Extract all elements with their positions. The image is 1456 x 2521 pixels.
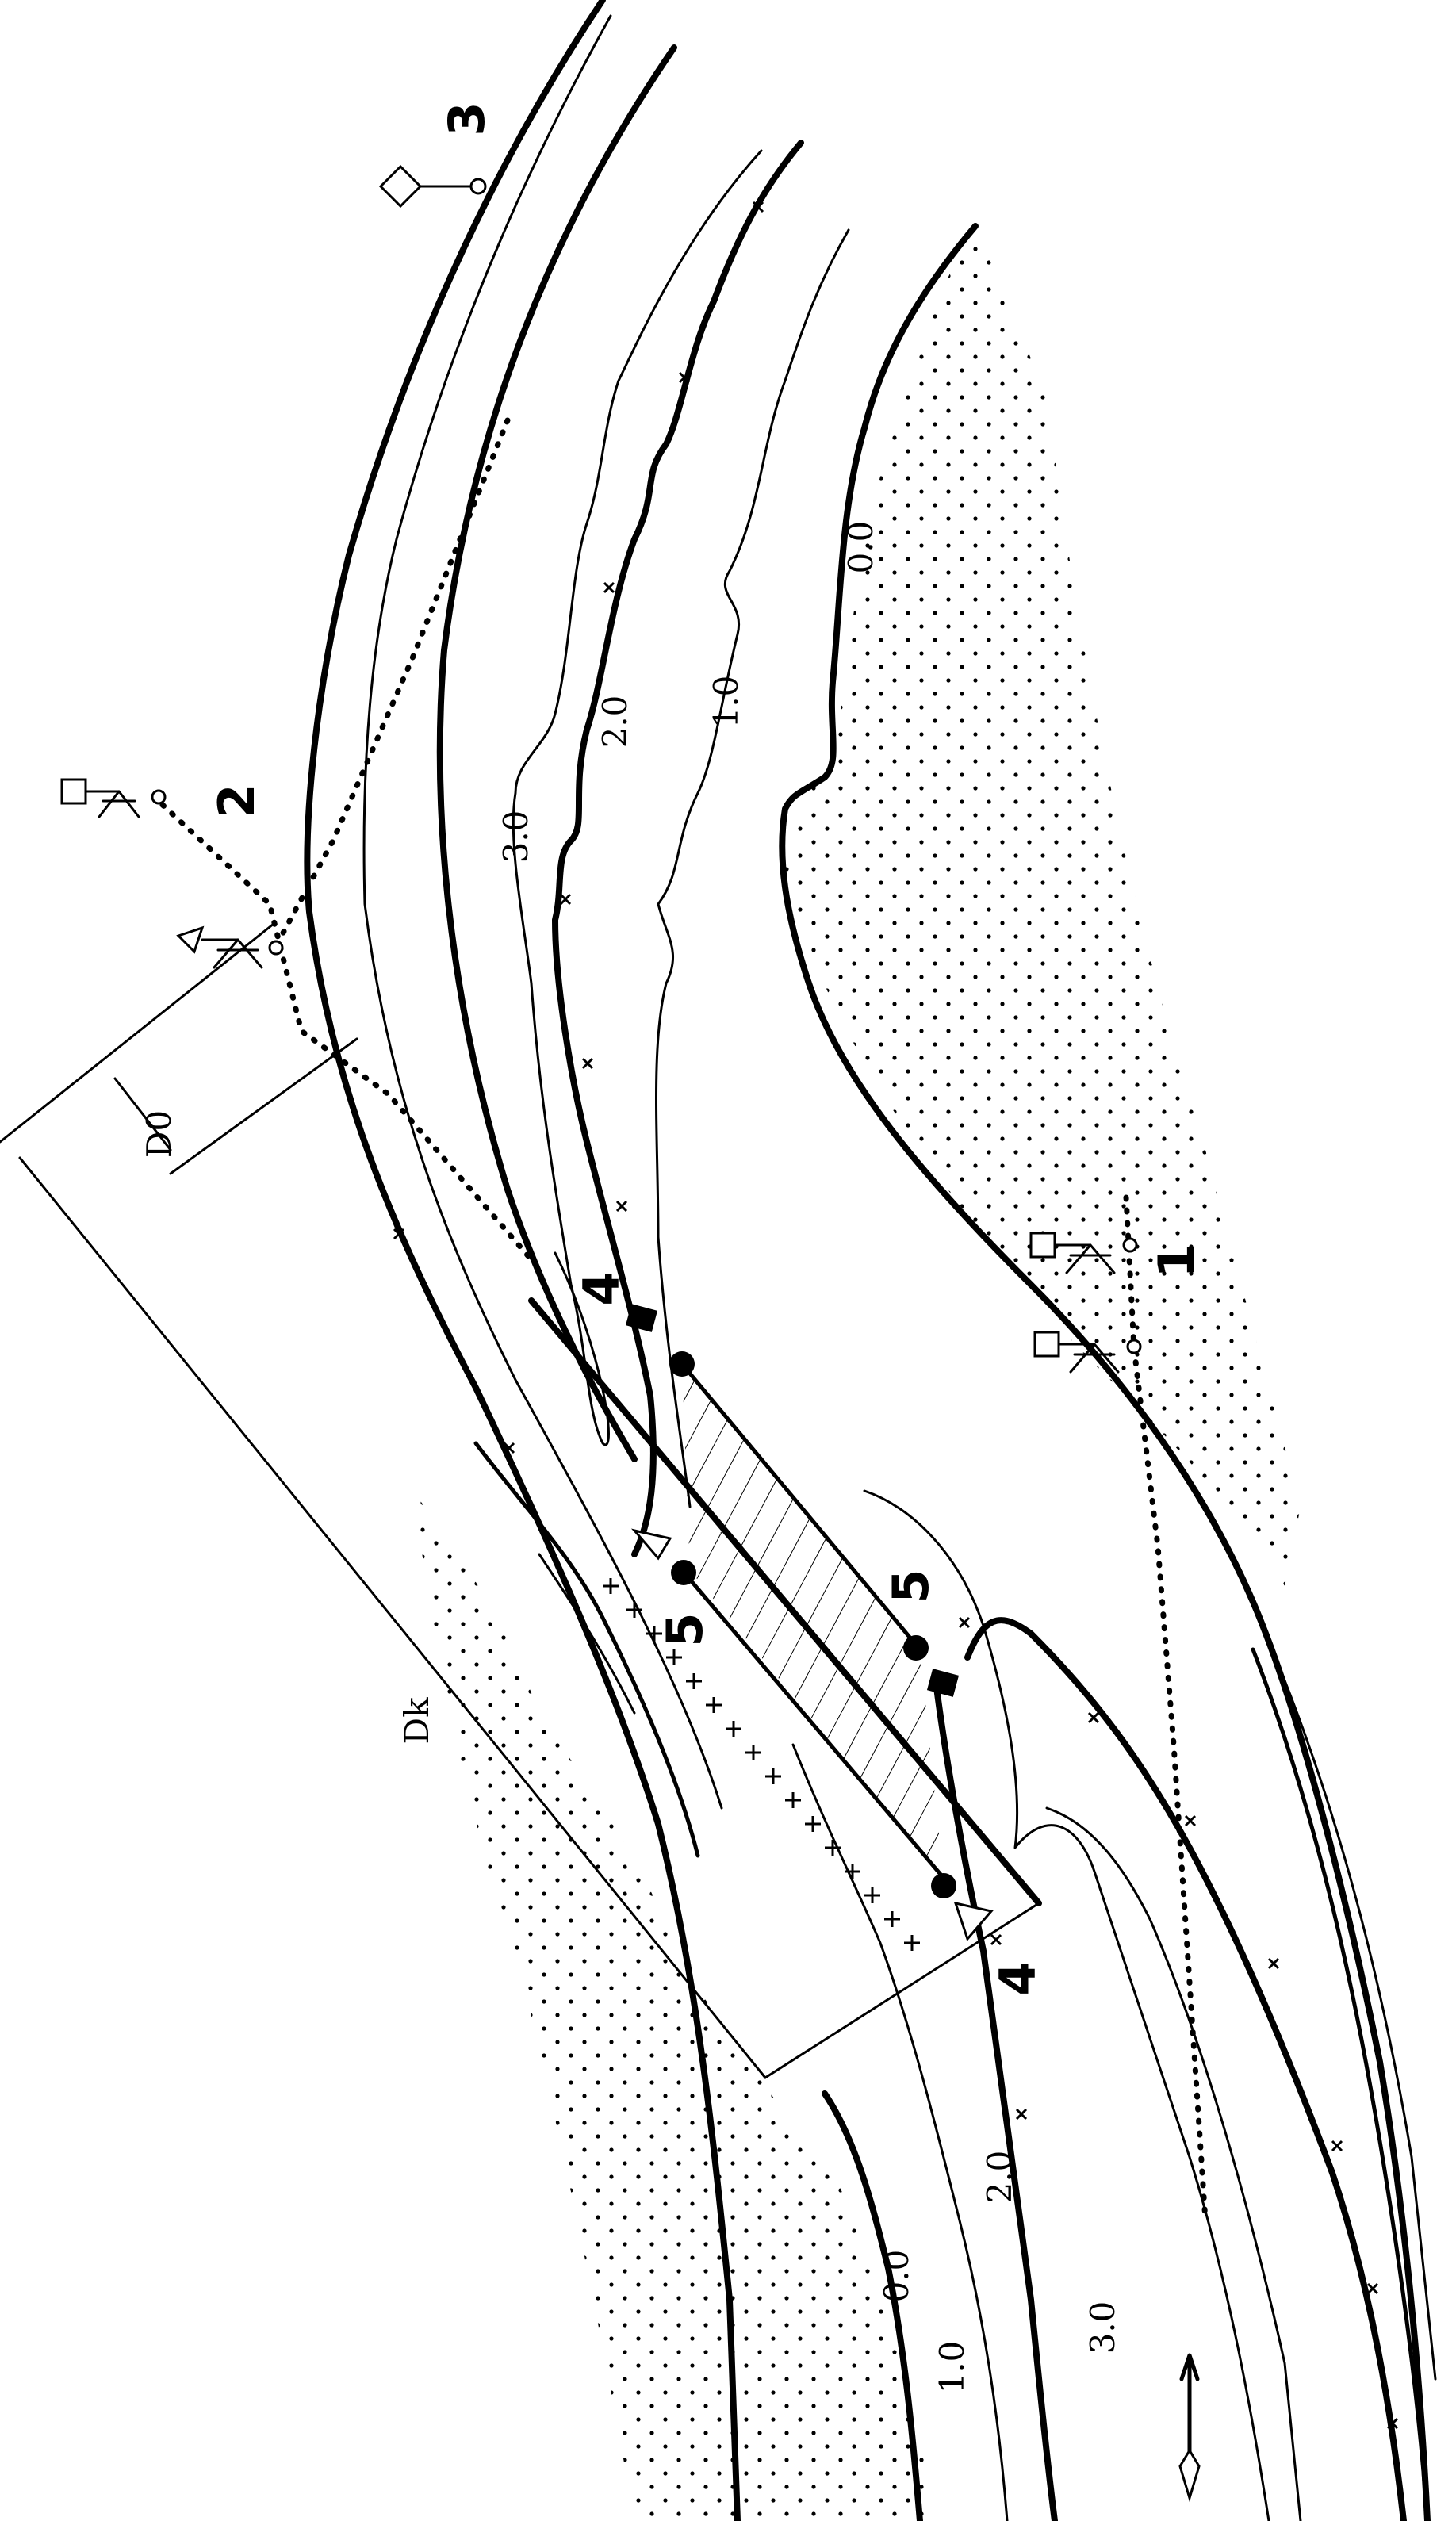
contour-1-upper [655,228,850,1508]
well-symbol-2a [60,778,167,818]
dimension-d0-arrow [113,1077,172,1151]
well-symbol-1b [1033,1331,1142,1374]
contour-0-upper [779,223,1431,2521]
marker-label-4-bottom: 4 [989,1961,1047,1995]
well-symbol-1a [1029,1232,1138,1274]
contour-0-lower [822,2090,923,2521]
fault-line-main [528,1297,1042,1906]
contour-2-upper [552,140,804,1557]
right-edge-curve-1 [1251,1647,1430,2521]
fault-line-upper [680,1362,922,1652]
contour-2-lower-inner [1045,1806,1302,2521]
fault-line-lower [680,1568,954,1890]
contour-label-top-2: 2.0 [596,695,634,749]
hatched-fault-zone [682,1364,944,1879]
dimension-label-d0: D0 [140,1110,178,1158]
contour-3-lower [863,1489,1270,2521]
marker-label-4-top: 4 [573,1271,630,1305]
contour-labels: 0.0 1.0 2.0 3.0 0.0 1.0 2.0 3.0 [496,521,1122,2394]
marker-label-5-top: 5 [882,1569,940,1603]
fault-arrow-upper [630,1528,672,1561]
well-symbol-3 [378,164,487,209]
contour-label-top-3: 3.0 [496,810,535,864]
contour-2-lower [964,1617,1407,2521]
outer-boundary-3 [436,44,677,1462]
contour-label-bottom-1: 1.0 [933,2341,971,2394]
dimension-dk-arrow [18,1156,767,2079]
cross-marks [393,201,1399,2430]
stipple-zone-upper-right [785,226,1301,1586]
contour-label-bottom-3: 3.0 [1083,2301,1122,2354]
fault-points [625,1304,960,1898]
dimension-d0-ext-1 [0,922,275,1144]
dotted-line-2 [159,802,542,1272]
right-edge-curve-2 [1267,1640,1437,2381]
marker-label-2: 2 [208,784,266,818]
outer-boundary-1 [304,0,741,2521]
contour-label-bottom-0: 0.0 [877,2250,916,2303]
dimension-dk-ext [764,1902,1040,2079]
marker-label-1: 1 [1148,1243,1205,1278]
fault-arrow-lower [953,1901,994,1941]
contour-label-top-1: 1.0 [707,676,745,729]
outer-boundary-2 [362,14,723,1810]
marker-labels: 1 2 3 4 4 5 5 [208,102,1205,1995]
dotted-line-1 [1123,1194,1209,2224]
dimension-d0-ext-2 [169,1037,358,1175]
contour-1-lower [791,1743,1009,2521]
dimension-label-dk: Dk [397,1697,436,1745]
contour-label-bottom-2: 2.0 [980,2151,1019,2204]
contour-2-lower-crossed [933,1678,1058,2521]
marker-label-5-bottom: 5 [656,1612,714,1646]
dotted-line-3 [278,417,511,939]
plus-marks-row [603,1578,920,1951]
marker-label-3: 3 [438,102,496,136]
contour-lower-left-2 [538,1553,636,1715]
stipple-zone-lower-left [412,1491,936,2521]
contour-lower-left-1 [473,1441,700,1858]
north-arrow-icon [1178,2353,1201,2503]
contour-label-top-0: 0.0 [841,521,880,574]
well-symbol-2b [176,925,284,969]
contour-3-upper [512,149,763,1446]
